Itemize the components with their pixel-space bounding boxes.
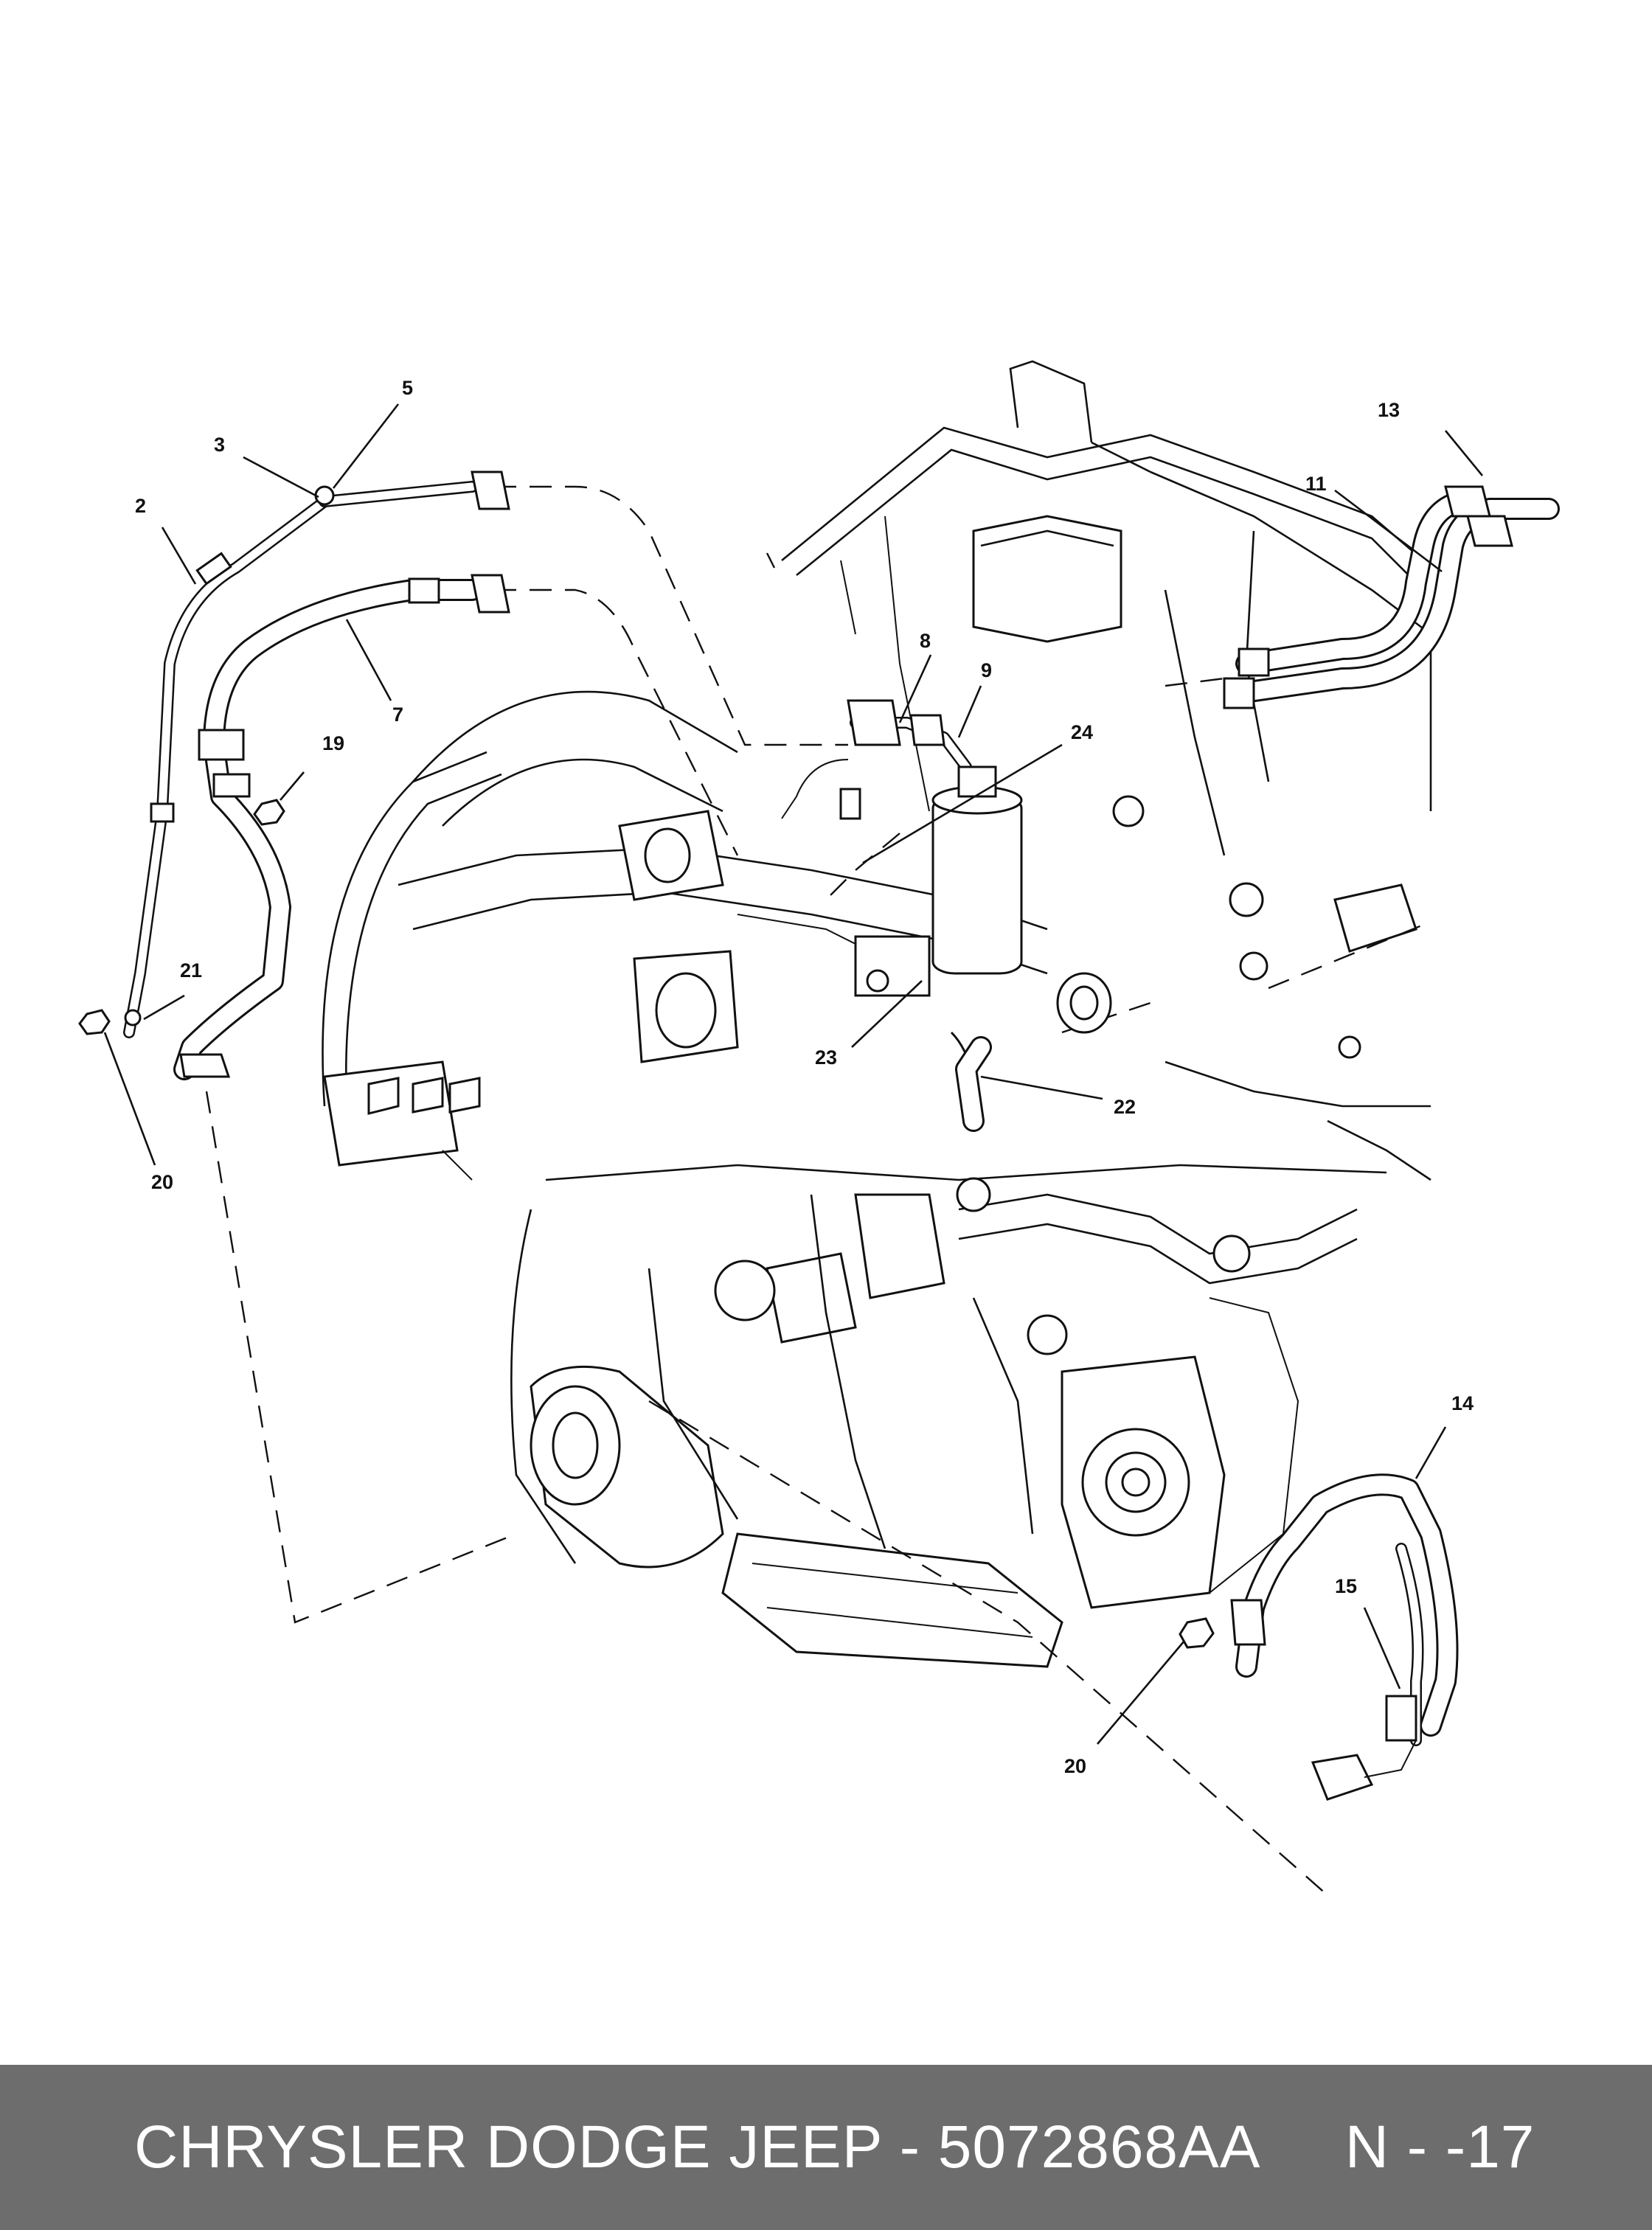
parts-diagram: 2 3 5 7 8 9 11 13 14 15 19 20 20 21 22 2… <box>78 360 1560 1896</box>
callout-14: 14 <box>1451 1392 1474 1414</box>
callout-20-left: 20 <box>151 1171 173 1193</box>
body-structure <box>781 360 1432 1181</box>
callout-11: 11 <box>1305 473 1327 495</box>
callout-21: 21 <box>180 959 202 982</box>
hose-14 <box>1230 1473 1459 1801</box>
callout-9: 9 <box>981 659 992 681</box>
callout-2: 2 <box>135 495 146 517</box>
callout-3: 3 <box>214 434 225 456</box>
fender-wheelwell <box>322 690 1048 1181</box>
callout-23: 23 <box>815 1046 837 1069</box>
hose-11 <box>1223 485 1560 709</box>
callout-19: 19 <box>322 732 344 754</box>
routing-lines <box>205 485 1431 1896</box>
callout-15: 15 <box>1335 1575 1357 1597</box>
leader-lines <box>103 403 1484 1745</box>
accumulator <box>781 699 1112 1132</box>
callout-13: 13 <box>1378 399 1400 421</box>
fasteners <box>78 799 1215 1649</box>
callout-20-right: 20 <box>1064 1755 1086 1777</box>
callout-5: 5 <box>402 377 413 399</box>
callout-24: 24 <box>1071 721 1093 743</box>
engine-block <box>510 1164 1387 1668</box>
callout-22: 22 <box>1114 1096 1136 1118</box>
hose-7 <box>173 574 510 1080</box>
callout-7: 7 <box>392 704 403 726</box>
callout-8: 8 <box>920 630 931 652</box>
footer-bar <box>0 2065 1652 2230</box>
hose-2 <box>123 470 510 1038</box>
callout-labels: 2 3 5 7 8 9 11 13 14 15 19 20 20 21 22 2… <box>135 377 1474 1777</box>
footer-part-number: CHRYSLER DODGE JEEP - 5072868AA N - -17 <box>134 2113 1535 2181</box>
